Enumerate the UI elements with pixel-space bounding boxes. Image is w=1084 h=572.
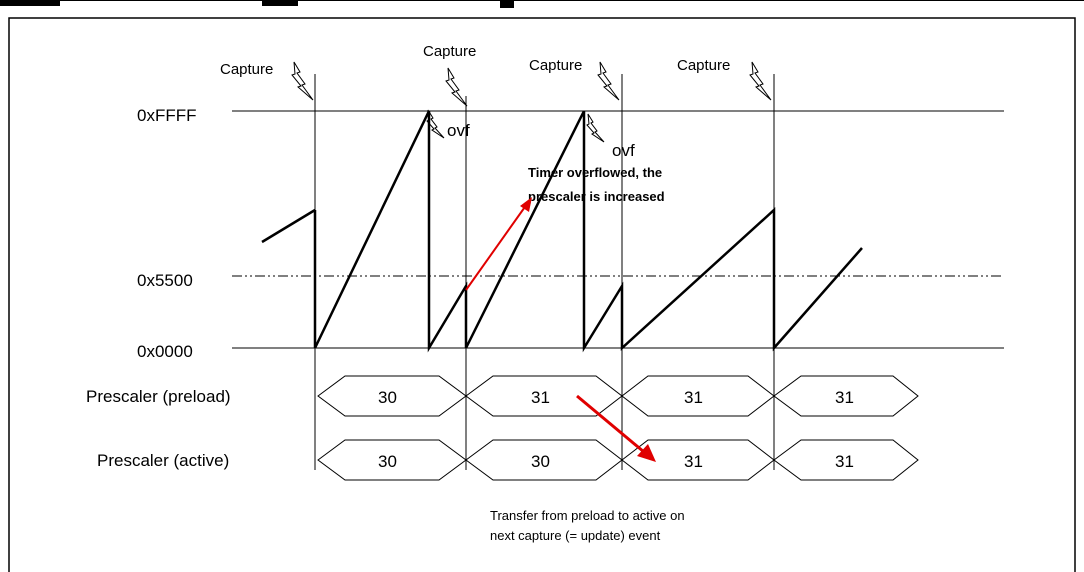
transfer-note-line-2: next capture (= update) event	[490, 528, 661, 543]
counter-waveform	[261, 110, 863, 353]
preload-bus	[317, 375, 919, 417]
lightning-icon	[291, 61, 314, 101]
capture-label-4: Capture	[677, 57, 730, 74]
preload-value-1: 30	[378, 388, 397, 407]
header-fragment	[0, 0, 60, 6]
lightning-icon	[445, 67, 468, 107]
bus-segment	[773, 439, 919, 481]
overflow-note-line-1: Timer overflowed, the	[528, 165, 662, 180]
diagram-frame	[8, 17, 1076, 572]
overflow-label-1: ovf	[447, 121, 470, 140]
overflow-note-line-2: prescaler is increased	[528, 189, 665, 204]
lightning-icon	[597, 61, 620, 101]
row-label-preload: Prescaler (preload)	[86, 387, 231, 406]
ramp-segment	[313, 110, 863, 353]
active-bus	[317, 439, 919, 481]
lightning-icon-group	[291, 61, 772, 143]
preload-value-4: 31	[835, 388, 854, 407]
overflow-label-2: ovf	[612, 141, 635, 160]
overflow-arrow	[465, 197, 532, 291]
lightning-icon	[586, 113, 605, 143]
active-value-2: 30	[531, 452, 550, 471]
active-value-1: 30	[378, 452, 397, 471]
level-label-5500: 0x5500	[137, 271, 193, 290]
level-label-0000: 0x0000	[137, 342, 193, 361]
transfer-arrow	[576, 394, 656, 462]
row-label-active: Prescaler (active)	[97, 451, 229, 470]
header-fragment-2	[262, 0, 298, 6]
active-value-4: 31	[835, 452, 854, 471]
bus-segment	[773, 375, 919, 417]
level-label-ffff: 0xFFFF	[137, 106, 197, 125]
lightning-icon	[749, 61, 772, 101]
lightning-icon	[426, 109, 445, 139]
transfer-note-line-1: Transfer from preload to active on	[490, 508, 685, 523]
capture-label-1: Capture	[220, 61, 273, 78]
ramp-segment	[261, 208, 316, 244]
capture-label-2: Capture	[423, 43, 476, 60]
capture-label-3: Capture	[529, 57, 582, 74]
active-value-3: 31	[684, 452, 703, 471]
header-fragment-3	[500, 0, 514, 8]
preload-value-2: 31	[531, 388, 550, 407]
preload-value-3: 31	[684, 388, 703, 407]
